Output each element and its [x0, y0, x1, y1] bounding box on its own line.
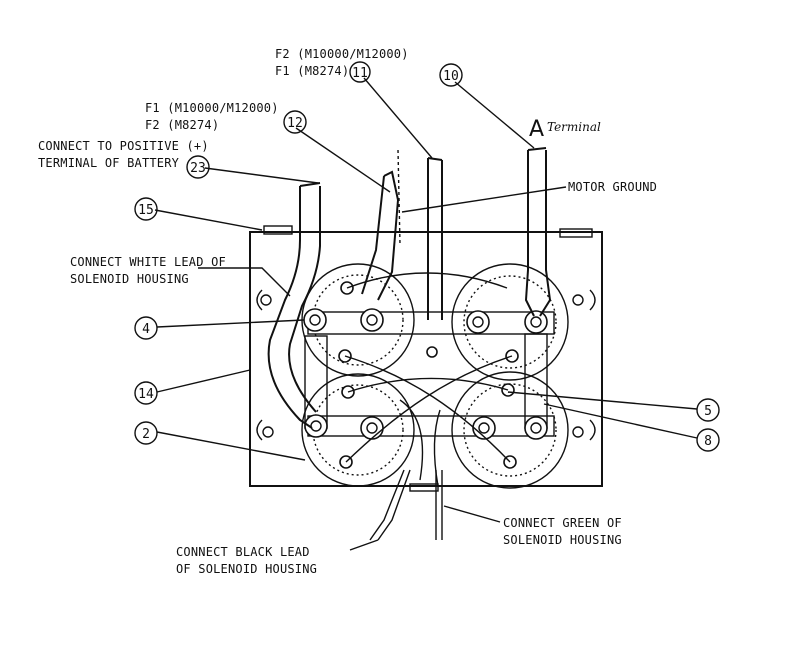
housing-clip-left — [263, 225, 293, 235]
svg-text:8: 8 — [704, 434, 712, 449]
callout-5: 5 — [696, 398, 720, 422]
label-connect-positive-line2: TERMINAL OF BATTERY — [38, 156, 180, 170]
label-f1-m8274: F1 (M8274) — [275, 64, 349, 78]
callout-10: 10 — [439, 63, 463, 87]
label-f1-m10000-m12000: F1 (M10000/M12000) — [145, 101, 279, 115]
label-motor-ground: MOTOR GROUND — [568, 180, 657, 194]
svg-text:2: 2 — [142, 427, 150, 442]
callout-23: 23 — [186, 155, 210, 179]
cable-f-field-12 — [361, 149, 401, 301]
bus-bar-top — [307, 311, 555, 335]
bus-bar-bottom — [307, 415, 555, 437]
svg-text:12: 12 — [287, 116, 303, 131]
label-white-lead-line2: SOLENOID HOUSING — [70, 272, 189, 286]
callout-12: 12 — [283, 110, 307, 134]
callout-14: 14 — [134, 381, 158, 405]
callout-2: 2 — [134, 421, 158, 445]
terminal-bolts — [303, 281, 548, 469]
label-a-terminal-word: Terminal — [547, 120, 601, 134]
leader-lines — [154, 77, 698, 551]
cable-battery-positive — [267, 182, 321, 429]
label-green-lead-line1: CONNECT GREEN OF — [503, 516, 622, 530]
callout-4: 4 — [134, 316, 158, 340]
label-black-lead-line2: OF SOLENOID HOUSING — [176, 562, 317, 576]
label-black-lead-line1: CONNECT BLACK LEAD — [176, 545, 310, 559]
label-green-lead-line2: SOLENOID HOUSING — [503, 533, 622, 547]
svg-text:4: 4 — [142, 322, 150, 337]
black-lead-wire — [369, 469, 411, 541]
svg-text:10: 10 — [443, 69, 459, 84]
callout-11: 11 — [349, 61, 371, 83]
svg-text:15: 15 — [138, 203, 154, 218]
label-f2-m10000-m12000: F2 (M10000/M12000) — [275, 47, 409, 61]
callout-15: 15 — [134, 197, 158, 221]
label-white-lead-line1: CONNECT WHITE LEAD OF — [70, 255, 226, 269]
svg-text:14: 14 — [138, 387, 154, 402]
mount-bracket-left — [256, 289, 274, 441]
label-f2-m8274: F2 (M8274) — [145, 118, 219, 132]
label-a-terminal-letter: A — [529, 117, 544, 142]
bus-bar-right — [524, 333, 548, 429]
solenoid-upper-right — [451, 263, 569, 381]
cable-a-terminal-10 — [524, 147, 552, 317]
mount-bracket-right — [572, 289, 596, 441]
cable-f-field-11 — [427, 157, 443, 320]
label-connect-positive-line1: CONNECT TO POSITIVE (+) — [38, 139, 209, 153]
svg-text:5: 5 — [704, 404, 712, 419]
svg-text:11: 11 — [352, 66, 368, 81]
solenoid-housing-box — [249, 231, 603, 487]
svg-text:23: 23 — [190, 161, 206, 176]
callout-8: 8 — [696, 428, 720, 452]
green-lead-wire — [409, 470, 443, 540]
housing-clip-right — [559, 228, 593, 238]
